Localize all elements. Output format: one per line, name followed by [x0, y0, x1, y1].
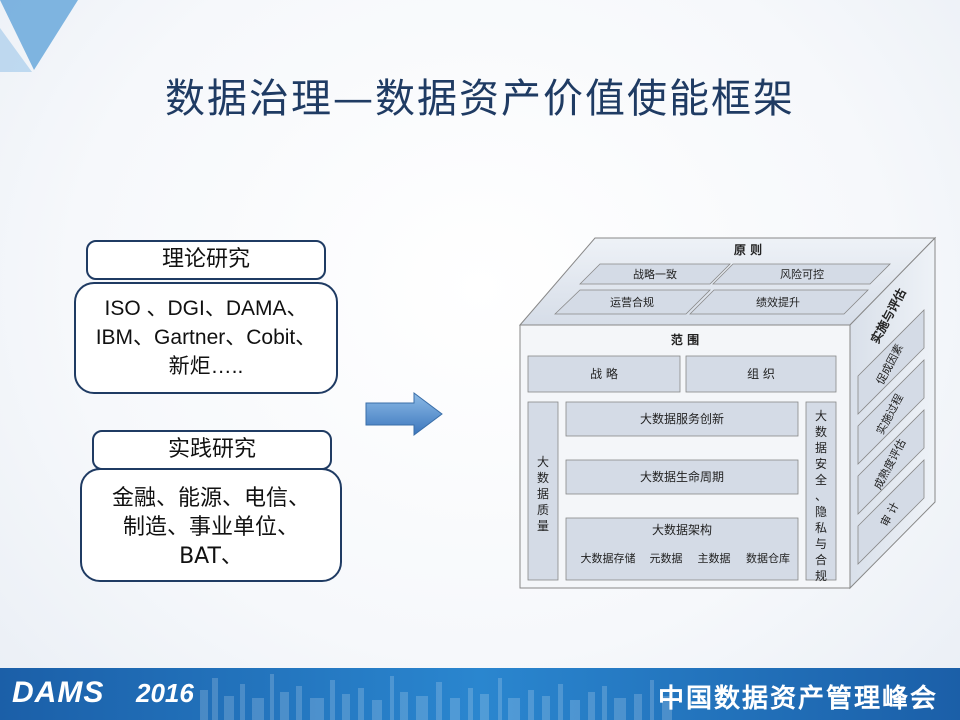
lifecycle: 大数据生命周期 — [640, 469, 724, 484]
scope-strategy: 战 略 — [590, 366, 618, 381]
principle-performance-box — [689, 289, 869, 315]
data-security-label: 大 数 据 安 全 、 隐 私 与 合 规 — [815, 409, 827, 583]
theory-research-content: ISO 、DGI、DAMA、 IBM、Gartner、Cobit、 新炬….. — [74, 282, 338, 394]
principle-risk-control: 风险可控 — [780, 267, 824, 281]
page-title: 数据治理—数据资产价值使能框架 — [165, 76, 795, 122]
principle-performance: 绩效提升 — [756, 295, 800, 309]
arch-item-metadata: 元数据 — [650, 551, 683, 565]
architecture-box — [565, 517, 799, 581]
theory-research-label: 理论研究 — [86, 240, 326, 280]
side-implementation-box — [857, 359, 925, 465]
arch-item-storage: 大数据存储 — [581, 551, 636, 565]
scope-organization: 组 织 — [747, 367, 775, 381]
practice-line: BAT、 — [179, 544, 243, 569]
right-arrow-icon — [365, 392, 443, 436]
data-quality-char: 质 — [537, 503, 549, 517]
side-audit-box — [857, 459, 925, 565]
principle-strategic-alignment: 战略一致 — [633, 267, 677, 281]
theory-line: IBM、Gartner、Cobit、 — [95, 326, 317, 349]
principle-strategic-alignment-box — [579, 263, 731, 285]
data-security-char: 全 — [815, 472, 827, 487]
scope-strategy-box — [527, 355, 681, 393]
service-innovation: 大数据服务创新 — [640, 411, 724, 426]
practice-line: 金融、能源、电信、 — [111, 486, 310, 511]
data-quality-char: 据 — [537, 487, 549, 501]
architecture: 大数据架构 — [652, 522, 712, 537]
theory-research-label-text: 理论研究 — [161, 247, 250, 272]
governance-framework-cube: 原 则 战略一致 风险可控 运营合规 绩效提升 范 围 战 略 组 织 大 数 … — [518, 236, 937, 590]
dams-logo: DAMS — [12, 676, 105, 709]
data-security-char: 大 — [815, 409, 827, 423]
data-security-char: 据 — [815, 441, 827, 455]
service-innovation-box — [565, 401, 799, 437]
side-enablers-box — [857, 309, 925, 415]
data-quality-label: 大 数 据 质 量 — [537, 455, 549, 533]
principle-compliance-box — [554, 289, 711, 315]
arch-item-warehouse: 数据仓库 — [746, 551, 790, 565]
principle-header: 原 则 — [734, 243, 762, 257]
data-security-box — [805, 401, 837, 581]
theory-line: 新炬….. — [168, 355, 244, 378]
arch-item-masterdata: 主数据 — [698, 551, 731, 565]
data-security-char: 数 — [815, 424, 827, 439]
practice-research-label-text: 实践研究 — [167, 437, 256, 462]
skyline-decoration — [200, 674, 672, 720]
footer-year: 2016 — [136, 678, 194, 708]
scope-header: 范 围 — [671, 332, 699, 347]
data-security-char: 合 — [815, 552, 827, 567]
data-security-char: 隐 — [815, 505, 827, 519]
data-security-char: 与 — [815, 537, 827, 551]
side-maturity-box — [857, 409, 925, 515]
practice-research-content: 金融、能源、电信、 制造、事业单位、 BAT、 — [80, 468, 342, 582]
data-quality-char: 量 — [537, 519, 549, 533]
practice-line: 制造、事业单位、 — [122, 515, 299, 540]
lifecycle-box — [565, 459, 799, 495]
principle-risk-control-box — [712, 263, 891, 285]
data-quality-char: 大 — [537, 455, 549, 469]
data-quality-box — [527, 401, 559, 581]
footer-organization: 中国数据资产管理峰会 — [657, 684, 938, 714]
corner-triangle-decoration — [0, 0, 78, 72]
data-security-char: 安 — [815, 456, 827, 471]
principle-compliance: 运营合规 — [610, 295, 654, 309]
data-quality-char: 数 — [537, 470, 549, 485]
practice-research-label: 实践研究 — [92, 430, 332, 470]
data-security-char: 、 — [815, 489, 827, 503]
data-security-char: 私 — [815, 521, 827, 535]
scope-organization-box — [685, 355, 837, 393]
data-security-char: 规 — [815, 568, 827, 583]
theory-line: ISO 、DGI、DAMA、 — [104, 297, 308, 320]
footer-banner: DAMS 2016 中国数据资产管理峰会 — [0, 668, 960, 720]
